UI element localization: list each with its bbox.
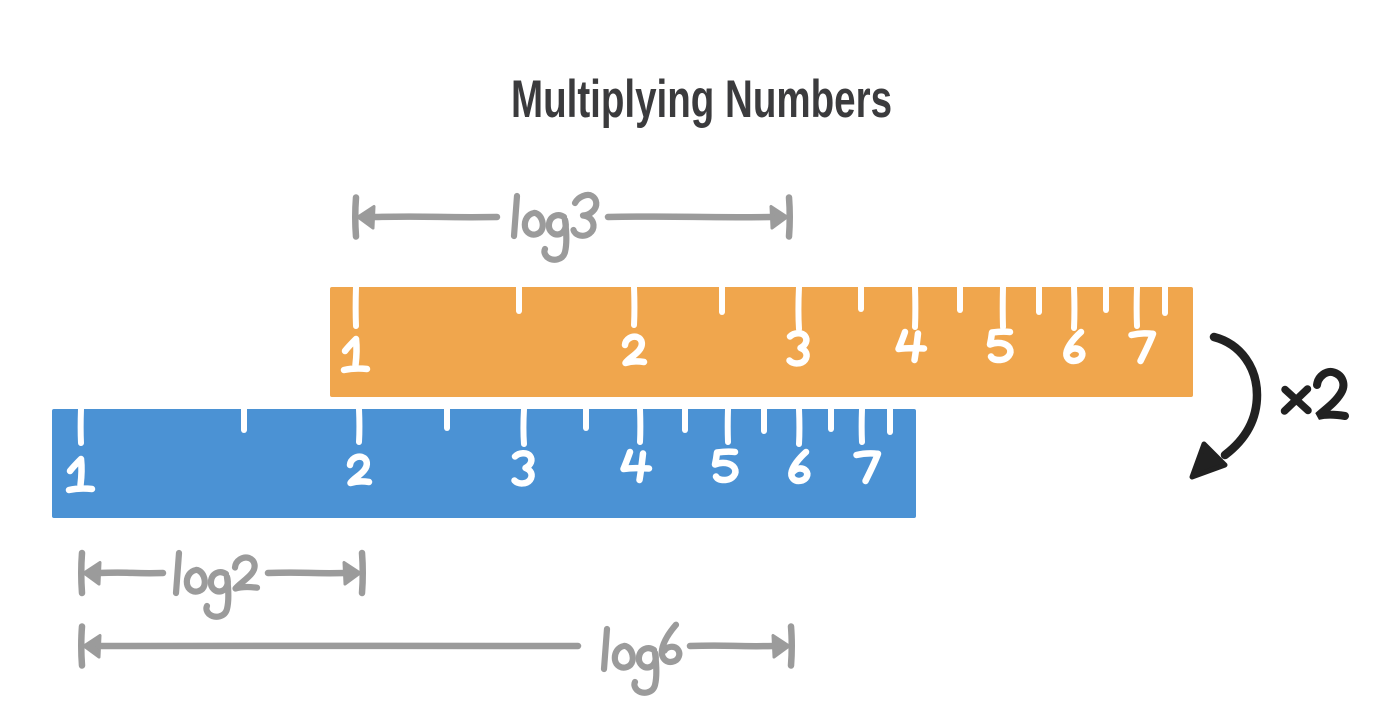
svg-text:Multiplying Numbers: Multiplying Numbers xyxy=(511,70,892,129)
